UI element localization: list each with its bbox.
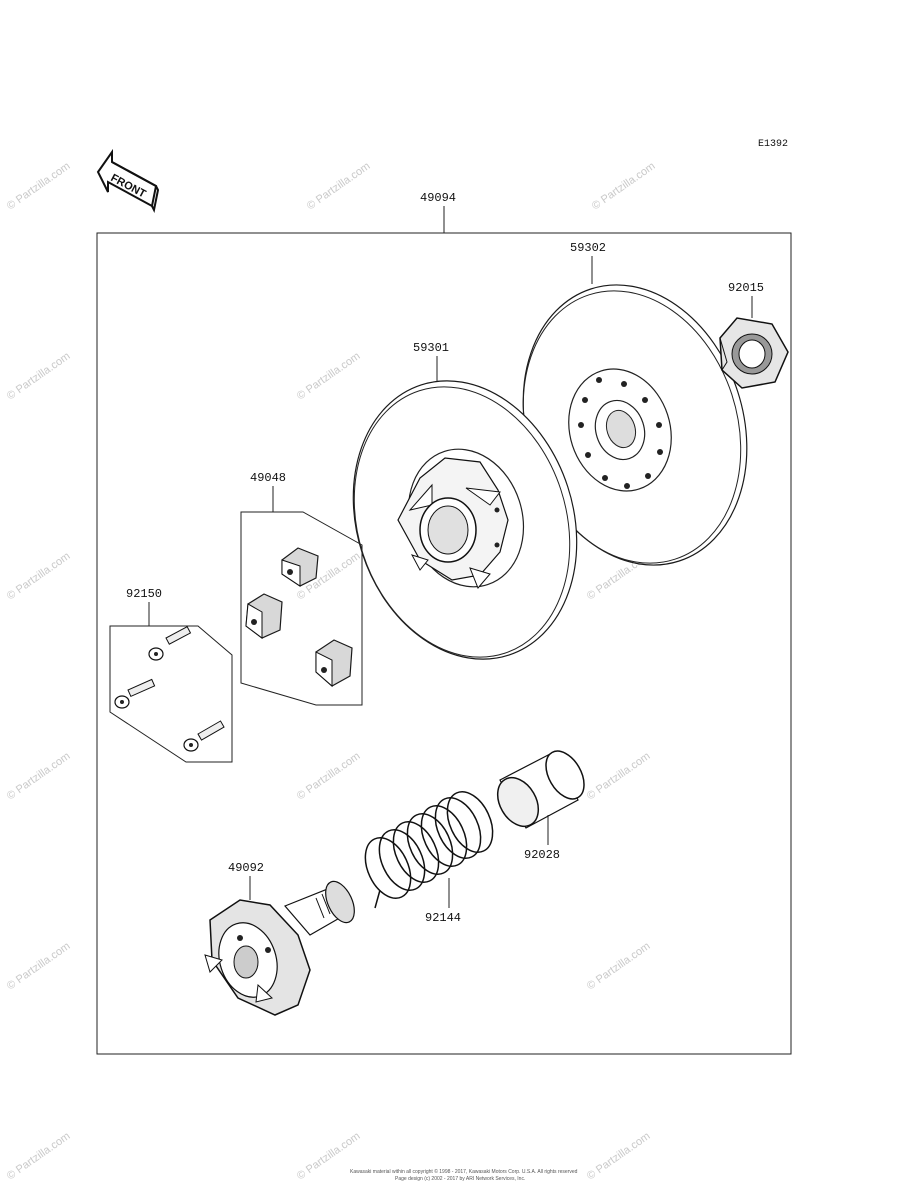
part-92150-screw[interactable] xyxy=(183,720,225,752)
part-number-92144[interactable]: 92144 xyxy=(425,911,461,925)
watermark: © Partzilla.com xyxy=(585,1130,653,1182)
watermark: © Partzilla.com xyxy=(295,750,363,802)
part-59301-sheave[interactable] xyxy=(318,352,611,689)
part-number-92150[interactable]: 92150 xyxy=(126,587,162,601)
part-59302-sheave[interactable] xyxy=(488,256,782,595)
part-number-59301[interactable]: 59301 xyxy=(413,341,449,355)
part-92028-bushing[interactable] xyxy=(489,744,591,833)
group-92150-outline xyxy=(109,625,233,763)
part-92150-screw[interactable] xyxy=(148,626,192,661)
watermark: © Partzilla.com xyxy=(5,350,73,402)
assembly-number[interactable]: 49094 xyxy=(420,191,456,205)
watermark: © Partzilla.com xyxy=(5,550,73,602)
part-49092-cam[interactable] xyxy=(204,877,360,1016)
watermark: © Partzilla.com xyxy=(585,750,653,802)
part-49048-weight[interactable] xyxy=(315,639,353,688)
part-92144-spring[interactable] xyxy=(356,785,501,909)
watermark: © Partzilla.com xyxy=(585,940,653,992)
front-arrow-icon: FRONT xyxy=(96,148,160,214)
part-92015-nut[interactable] xyxy=(719,317,789,389)
part-49048-weight[interactable] xyxy=(245,593,283,639)
watermark: © Partzilla.com xyxy=(305,160,373,212)
drawing-code: E1392 xyxy=(758,139,788,150)
watermark: © Partzilla.com xyxy=(295,350,363,402)
group-49048-outline xyxy=(240,511,363,706)
part-number-59302[interactable]: 59302 xyxy=(570,241,606,255)
watermark: © Partzilla.com xyxy=(5,160,73,212)
watermark: © Partzilla.com xyxy=(5,1130,73,1182)
part-49048-weight[interactable] xyxy=(281,547,319,587)
watermark: © Partzilla.com xyxy=(5,940,73,992)
copyright-line: Page design (c) 2002 - 2017 by ARI Netwo… xyxy=(395,1176,525,1182)
part-number-49048[interactable]: 49048 xyxy=(250,471,286,485)
watermark: © Partzilla.com xyxy=(590,160,658,212)
part-number-92028[interactable]: 92028 xyxy=(524,848,560,862)
part-92150-screw[interactable] xyxy=(114,678,156,709)
part-number-92015[interactable]: 92015 xyxy=(728,281,764,295)
copyright-line: Kawasaki material within all copyright ©… xyxy=(350,1168,578,1175)
part-number-49092[interactable]: 49092 xyxy=(228,861,264,875)
watermark: © Partzilla.com xyxy=(5,750,73,802)
